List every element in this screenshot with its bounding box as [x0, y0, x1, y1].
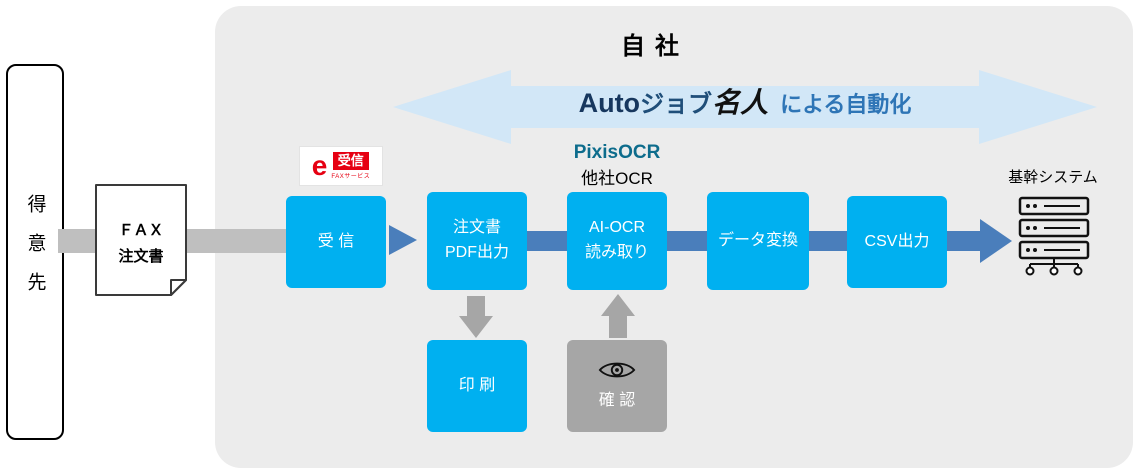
- customer-label: 得意先: [24, 193, 46, 311]
- document-page-icon: [95, 184, 187, 296]
- step-aiocr-line1: AI-OCR: [589, 219, 645, 237]
- step-pdf-line2: PDF出力: [444, 244, 509, 261]
- automation-banner-arrow: [393, 70, 1097, 144]
- step-csv-output: CSV出力: [847, 196, 947, 288]
- step-data-convert: データ変換: [707, 192, 809, 290]
- e-logo-body: 受信 FAXサービス: [331, 151, 371, 181]
- receive-to-pdf-arrow: [389, 225, 417, 255]
- eye-icon: [598, 362, 636, 377]
- banner-auto-text: Auto: [578, 88, 641, 118]
- fax-doc-label: ＦＡＸ 注文書: [95, 218, 187, 269]
- step-confirm-label: 確 認: [598, 391, 636, 409]
- step-convert-label: データ変換: [717, 231, 798, 249]
- banner-suffix-text: による自動化: [780, 92, 912, 117]
- core-system-label: 基幹システム: [1008, 169, 1098, 186]
- banner-job-text: ジョブ: [640, 91, 713, 118]
- fax-doc-line1: ＦＡＸ: [118, 222, 164, 239]
- main-flow-arrowhead: [980, 219, 1012, 263]
- step-print: 印 刷: [427, 340, 527, 432]
- step-pdf-line1: 注文書: [452, 219, 501, 237]
- pixis-ocr-label: PixisOCR: [573, 142, 661, 163]
- step-pdf-output: 注文書 PDF出力: [427, 192, 527, 290]
- pdf-to-print-arrow: [459, 296, 493, 338]
- step-aiocr-line2: 読み取り: [584, 244, 649, 261]
- e-logo-mark: e: [311, 150, 328, 182]
- e-jushin-logo: e 受信 FAXサービス: [299, 146, 383, 186]
- confirm-to-aiocr-arrow: [601, 294, 635, 338]
- company-title: 自社: [621, 33, 689, 60]
- fax-document-icon: ＦＡＸ 注文書: [95, 184, 187, 296]
- e-logo-label: 受信: [332, 151, 369, 171]
- fax-doc-line2: 注文書: [118, 247, 164, 265]
- e-logo-subtext: FAXサービス: [331, 174, 371, 181]
- automation-banner-text: Autoジョブ名人による自動化: [393, 90, 1097, 118]
- server-icon: [1018, 196, 1090, 276]
- step-print-label: 印 刷: [458, 376, 496, 394]
- step-confirm: 確 認: [567, 340, 667, 432]
- step-receive-label: 受 信: [317, 232, 355, 250]
- step-csv-label: CSV出力: [864, 232, 930, 250]
- step-ai-ocr: AI-OCR 読み取り: [567, 192, 667, 290]
- step-receive: 受 信: [286, 196, 386, 288]
- banner-meijin-text: 名人: [712, 88, 769, 119]
- other-ocr-label: 他社OCR: [581, 169, 653, 188]
- customer-box: 得意先: [6, 64, 64, 440]
